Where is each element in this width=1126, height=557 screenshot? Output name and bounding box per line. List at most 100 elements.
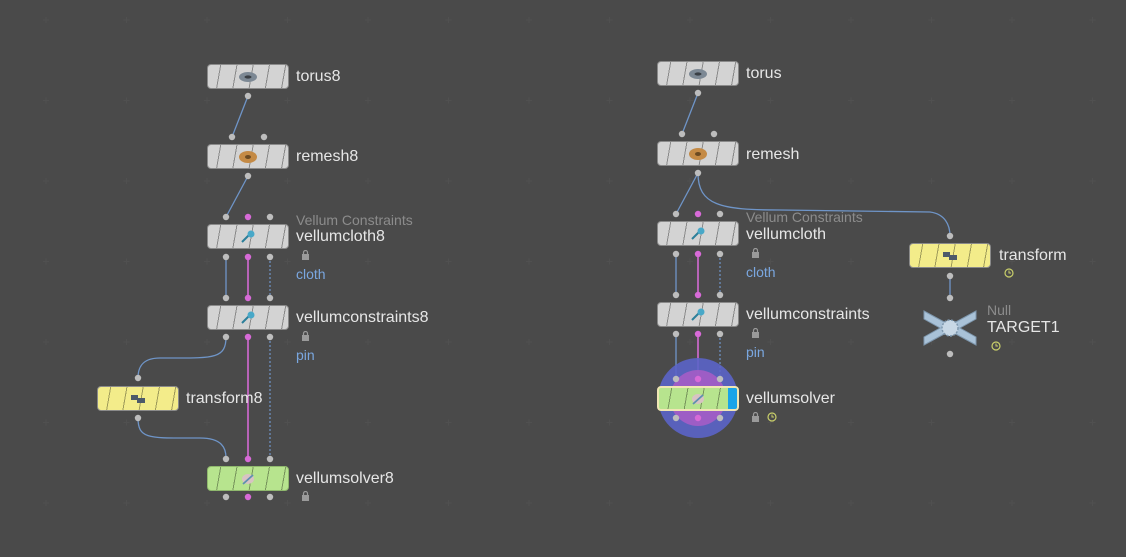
grid-mark xyxy=(43,258,49,265)
connector-dot xyxy=(244,253,252,261)
node-remesh8[interactable] xyxy=(207,144,289,169)
grid-mark xyxy=(123,178,130,184)
grid-mark xyxy=(204,178,210,184)
grid-mark xyxy=(43,97,49,104)
lock-icon[interactable] xyxy=(751,248,760,258)
grid-mark xyxy=(1089,178,1096,184)
node-vellumconstraints8[interactable] xyxy=(207,305,289,330)
connector-dot xyxy=(716,375,724,383)
group-label: pin xyxy=(746,344,765,360)
node-torus8[interactable] xyxy=(207,64,289,89)
grid-mark xyxy=(1089,339,1096,345)
grid-mark xyxy=(848,500,854,506)
lock-icon[interactable] xyxy=(301,250,310,260)
grid-mark xyxy=(928,178,935,184)
lock-icon[interactable] xyxy=(301,491,310,501)
connector-dot xyxy=(694,250,702,258)
connector-dot xyxy=(244,172,252,180)
grid-mark xyxy=(767,17,774,23)
lock-icon[interactable] xyxy=(751,328,760,338)
grid-mark xyxy=(43,17,49,23)
node-vellumcloth[interactable] xyxy=(657,221,739,246)
connector-dot xyxy=(694,375,702,383)
connector-dot xyxy=(222,294,230,302)
connector-dot xyxy=(266,455,274,463)
connector-dot xyxy=(244,294,252,302)
connector-dot xyxy=(694,210,702,218)
wire-constraints-transform8 xyxy=(137,336,227,379)
node-vellumcloth8[interactable] xyxy=(207,224,289,249)
grid-mark xyxy=(365,419,371,426)
grid-mark xyxy=(687,17,693,23)
wire-torus8-remesh8 xyxy=(231,95,249,138)
grid-mark xyxy=(123,419,130,426)
grid-mark xyxy=(365,339,371,345)
grid-mark xyxy=(1089,258,1096,265)
grid-mark xyxy=(284,339,291,345)
vellum-pin-icon xyxy=(691,308,705,321)
connector-dot xyxy=(716,250,724,258)
connector-dot xyxy=(244,493,252,501)
grid-mark xyxy=(526,500,532,506)
connector-dot xyxy=(244,92,252,100)
node-name: transform xyxy=(999,247,1067,264)
grid-mark xyxy=(767,339,774,345)
grid-mark xyxy=(43,178,49,184)
display-flag[interactable] xyxy=(728,388,737,409)
grid-mark xyxy=(365,500,371,506)
connector-dot xyxy=(244,213,252,221)
node-torus[interactable] xyxy=(657,61,739,86)
wire-remesh-transform xyxy=(697,172,951,237)
node-transform8[interactable] xyxy=(97,386,179,411)
connector-dot xyxy=(710,130,718,138)
grid-mark xyxy=(767,97,774,104)
node-transform[interactable] xyxy=(909,243,991,268)
torus-icon xyxy=(689,68,707,79)
node-type: Vellum Constraints xyxy=(296,212,413,228)
grid-mark xyxy=(606,97,613,104)
grid-mark xyxy=(284,178,291,184)
node-vellumsolver8[interactable] xyxy=(207,466,289,491)
connector-dot xyxy=(266,213,274,221)
grid-mark xyxy=(284,97,291,104)
connector-dot xyxy=(672,291,680,299)
connector-dot xyxy=(244,455,252,463)
grid-mark xyxy=(526,17,532,23)
grid-mark xyxy=(767,500,774,506)
node-target1[interactable] xyxy=(920,305,980,351)
connector-dot xyxy=(946,232,954,240)
connector-dot xyxy=(694,291,702,299)
group-label: cloth xyxy=(746,264,776,280)
lock-icon[interactable] xyxy=(751,412,760,422)
node-remesh[interactable] xyxy=(657,141,739,166)
node-vellumsolver[interactable] xyxy=(657,386,739,411)
connector-dot xyxy=(694,169,702,177)
node-type: Null xyxy=(987,302,1012,318)
grid-mark xyxy=(445,419,452,426)
wire-remesh8-vellumcloth8 xyxy=(225,175,249,218)
grid-mark xyxy=(526,419,532,426)
grid-mark xyxy=(687,178,693,184)
time-dependent-icon xyxy=(1004,268,1014,278)
grid-mark xyxy=(284,500,291,506)
grid-mark xyxy=(204,500,210,506)
grid-mark xyxy=(928,97,935,104)
vellum-pin-icon xyxy=(241,230,255,243)
node-name: remesh8 xyxy=(296,148,359,165)
grid-mark xyxy=(606,258,613,265)
wire-transform8-solver xyxy=(137,417,227,459)
connector-dot xyxy=(222,493,230,501)
node-name: vellumcloth8 xyxy=(296,228,385,245)
grid-mark xyxy=(606,17,613,23)
grid-mark xyxy=(1009,97,1015,104)
grid-mark xyxy=(123,258,130,265)
connector-dot xyxy=(228,133,236,141)
grid-mark xyxy=(445,258,452,265)
lock-icon[interactable] xyxy=(301,331,310,341)
node-vellumconstraints[interactable] xyxy=(657,302,739,327)
grid-mark xyxy=(687,97,693,104)
grid-mark xyxy=(606,178,613,184)
connector-dot xyxy=(266,493,274,501)
